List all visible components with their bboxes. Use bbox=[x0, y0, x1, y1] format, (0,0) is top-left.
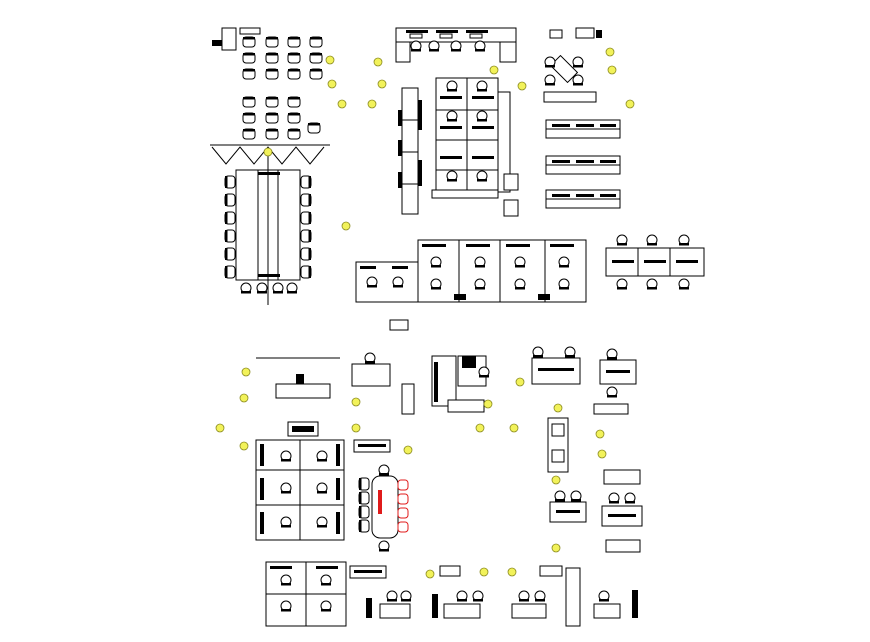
lounge-chairs-lower bbox=[242, 96, 321, 140]
workstation-bottom-3 bbox=[511, 590, 547, 619]
conference-chairs-bottom bbox=[240, 282, 298, 294]
long-desk-column bbox=[398, 87, 422, 215]
reception-desk bbox=[256, 357, 340, 437]
executive-desks bbox=[349, 352, 490, 579]
workstation-bottom-1 bbox=[366, 590, 412, 619]
workstation-cluster-center bbox=[431, 77, 519, 217]
light-fixtures bbox=[215, 47, 635, 579]
zigzag-partition bbox=[210, 144, 330, 165]
small-desk-block bbox=[389, 319, 409, 331]
highlighted-chair-marker bbox=[378, 490, 382, 514]
bench-desks-right bbox=[605, 234, 705, 290]
meeting-table-cross bbox=[543, 27, 602, 103]
workstation-bottom-4 bbox=[593, 590, 638, 619]
cubicle-cluster-bottom-left bbox=[265, 561, 347, 627]
desk-row-bottom bbox=[366, 565, 638, 627]
conference-chairs-left bbox=[224, 175, 236, 279]
workstation-bottom-2 bbox=[432, 590, 484, 619]
conference-table-large bbox=[224, 150, 312, 305]
reception-workstations-top bbox=[395, 27, 517, 63]
desk-rows-right bbox=[545, 119, 621, 209]
lounge-chairs-upper bbox=[242, 36, 323, 80]
conference-chairs-right bbox=[300, 175, 312, 279]
cubicle-cluster-left bbox=[255, 439, 345, 541]
lounge-seating-block bbox=[212, 27, 323, 140]
office-desks-right bbox=[531, 346, 643, 553]
workstation-row-middle bbox=[355, 239, 587, 303]
conference-table-small bbox=[358, 464, 409, 552]
